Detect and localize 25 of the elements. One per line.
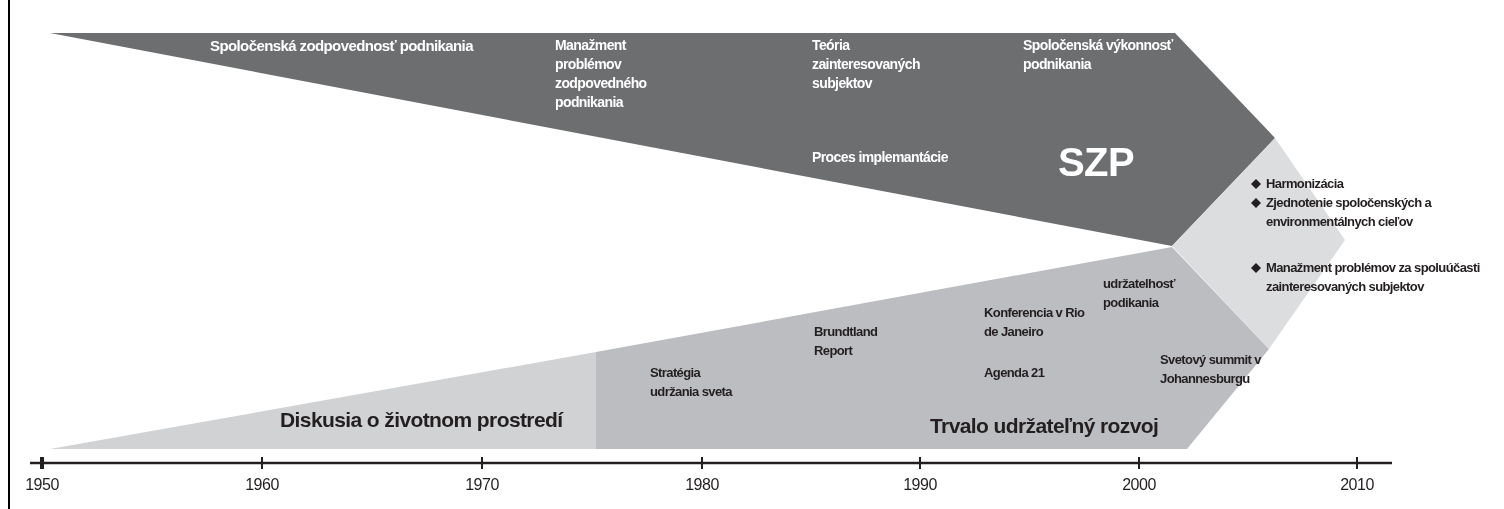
light-wedge-band — [50, 352, 596, 449]
band-text: udržatelhosť podikania — [1103, 275, 1177, 312]
year-label: 1980 — [685, 476, 719, 494]
band-text: Brundtland Report — [814, 323, 879, 360]
band-title: Diskusia o životnom prostredí — [280, 407, 563, 432]
band-text: Konferencia v Rio de Janeiro — [984, 304, 1086, 341]
year-label: 1970 — [465, 476, 499, 494]
year-label: 1950 — [25, 476, 59, 494]
band-text: Teória zainteresovaných subjektov — [812, 36, 921, 93]
band-text: Spoločenská výkonnosť podnikania — [1023, 36, 1173, 74]
year-label: 2010 — [1340, 476, 1374, 494]
band-text: Manažment problémov za spoluúčasti zainteresovaných subjektov — [1266, 259, 1481, 296]
band-text: Agenda 21 — [984, 364, 1045, 382]
band-text: Harmonizácia — [1266, 175, 1344, 193]
band-text: Stratégia udržania sveta — [650, 364, 734, 401]
band-acronym: SZP — [1058, 140, 1134, 184]
band-text: Zjednotenie spoločenských a environmentálnych cieľov — [1266, 194, 1433, 231]
year-label: 1990 — [903, 476, 937, 494]
band-text: Manažment problémov zodpovedného podnikania — [555, 36, 648, 112]
band-text: Svetový summit v Johannesburgu — [1160, 351, 1263, 388]
year-label: 2000 — [1122, 476, 1156, 494]
year-label: 1960 — [245, 476, 279, 494]
band-text: Proces implemantácie — [812, 148, 948, 167]
band-title: Trvalo udržateľný rozvoj — [930, 413, 1159, 438]
band-text: Spoločenská zodpovednosť podnikania — [210, 36, 473, 55]
